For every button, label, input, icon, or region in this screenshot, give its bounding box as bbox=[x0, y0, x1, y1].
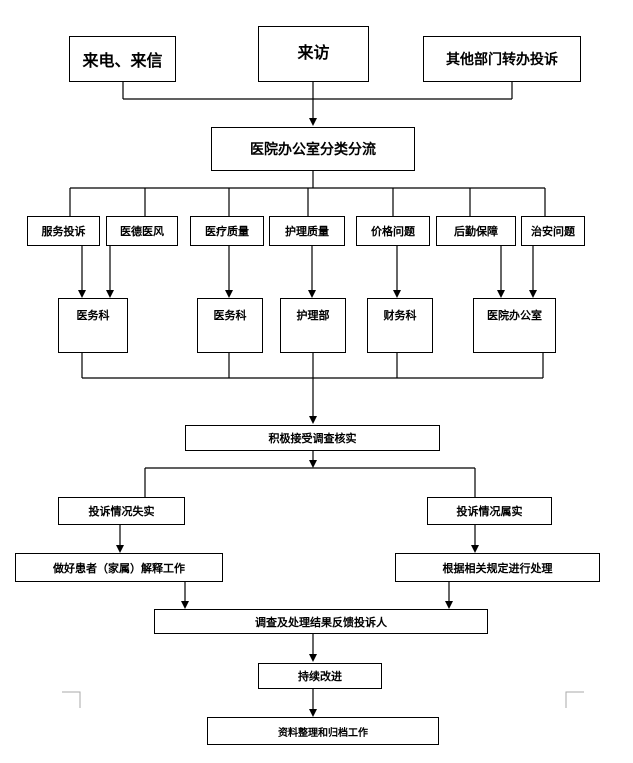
department-nursing: 护理部 bbox=[280, 298, 346, 353]
department-finance: 财务科 bbox=[367, 298, 433, 353]
category-security: 治安问题 bbox=[521, 216, 585, 246]
department-medical-affairs-2: 医务科 bbox=[197, 298, 263, 353]
source-department-transfer: 其他部门转办投诉 bbox=[423, 36, 581, 82]
department-medical-affairs: 医务科 bbox=[58, 298, 128, 353]
category-pricing: 价格问题 bbox=[356, 216, 430, 246]
investigate-box: 积极接受调查核实 bbox=[185, 425, 440, 451]
classify-box: 医院办公室分类分流 bbox=[211, 127, 415, 171]
source-phone-letter: 来电、来信 bbox=[69, 36, 176, 82]
feedback-box: 调查及处理结果反馈投诉人 bbox=[154, 609, 488, 634]
category-logistics: 后勤保障 bbox=[436, 216, 516, 246]
improve-box: 持续改进 bbox=[258, 663, 382, 689]
category-medical-quality: 医疗质量 bbox=[190, 216, 264, 246]
finding-unfounded: 投诉情况失实 bbox=[58, 497, 185, 525]
archive-box: 资料整理和归档工作 bbox=[207, 717, 439, 745]
category-ethics: 医德医风 bbox=[106, 216, 178, 246]
action-explain: 做好患者（家属）解释工作 bbox=[15, 553, 223, 582]
category-nursing-quality: 护理质量 bbox=[269, 216, 345, 246]
page-corner-marks bbox=[62, 691, 584, 708]
category-service: 服务投诉 bbox=[27, 216, 100, 246]
department-hospital-office: 医院办公室 bbox=[473, 298, 556, 353]
action-handle-per-rules: 根据相关规定进行处理 bbox=[395, 553, 600, 582]
finding-founded: 投诉情况属实 bbox=[427, 497, 552, 525]
source-visit: 来访 bbox=[258, 26, 369, 82]
